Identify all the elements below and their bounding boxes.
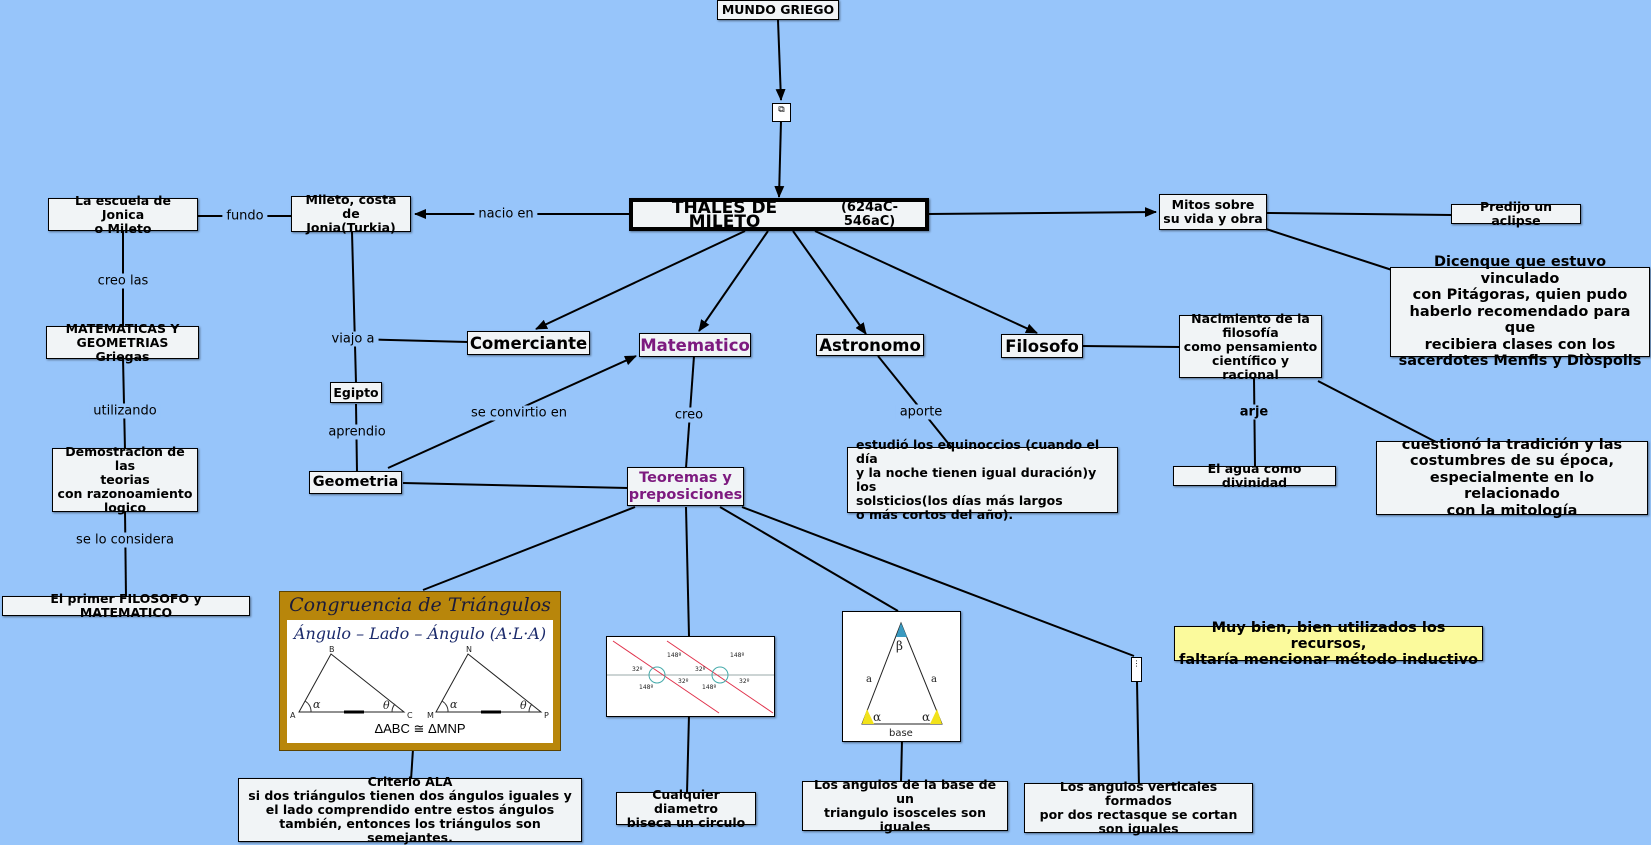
node-eclipse[interactable]: Predijo un aclipse: [1451, 200, 1581, 228]
isosceles-diagram: β α α a a base: [861, 621, 943, 739]
congruencia-title: Congruencia de Triángulos: [289, 594, 551, 616]
node-mileto[interactable]: Mileto, costa de Jonia(Turkia): [291, 193, 411, 235]
link-label-aprendio: aprendio: [324, 424, 390, 440]
tri2-label-p: P: [544, 711, 549, 720]
tri2-label-n: N: [466, 646, 472, 654]
tri1-alpha: α: [313, 698, 321, 711]
node-filosofo[interactable]: Filosofo: [1001, 334, 1083, 358]
node-criterio-ala[interactable]: Criterio ALA si dos triángulos tienen do…: [238, 775, 582, 845]
thales-dates: (624aC-546aC): [840, 199, 899, 229]
link-label-viajo-a: viajo a: [327, 331, 379, 347]
link-label-arje: arje: [1235, 404, 1273, 420]
angle-label-7: 148º: [702, 684, 716, 691]
link-mundo-icon: [775, 19, 786, 101]
node-agua[interactable]: El agua como divinidad: [1173, 462, 1336, 490]
angle-label-5: 32º: [695, 666, 706, 673]
link-label-se-lo-considera: se lo considera: [72, 532, 178, 548]
link-label-nacio-en: nacio en: [474, 206, 538, 222]
image-parallel-lines: 32º 148º 148º 32º 32º 148º 148º 32º: [606, 636, 775, 717]
image-congruencia-triangulos: Congruencia de Triángulos Ángulo – Lado …: [279, 591, 561, 751]
image-isosceles-triangle: β α α a a base: [842, 611, 961, 742]
link-label-creo: creo: [670, 407, 708, 423]
link-label-creo-las: creo las: [93, 273, 153, 289]
node-mitos[interactable]: Mitos sobre su vida y obra: [1159, 194, 1267, 230]
node-comerciante[interactable]: Comerciante: [467, 331, 590, 355]
document-icon[interactable]: ⋮: [1131, 657, 1142, 682]
node-diametro[interactable]: Cualquier diametro biseca un circulo: [616, 787, 756, 829]
tri2-label-m: M: [427, 711, 434, 720]
tri1-theta: θ: [383, 699, 390, 712]
link-icon-thales: [774, 120, 785, 198]
congruencia-subtitle: Ángulo – Lado – Ángulo (A·L·A): [293, 624, 547, 643]
congruent-triangles-diagram: A B C M N P α θ α θ: [290, 646, 549, 720]
node-astronomo[interactable]: Astronomo: [816, 334, 924, 356]
angle-label-3: 148º: [639, 684, 653, 691]
angle-alpha-left: α: [873, 710, 881, 724]
node-thales[interactable]: THALES DE MILETO (624aC-546aC): [629, 198, 929, 231]
node-nacimiento[interactable]: Nacimiento de la filosofía como pensamie…: [1179, 311, 1322, 381]
node-escuela[interactable]: La escuela de Jonica o Mileto: [48, 193, 198, 235]
side-a-right: a: [931, 674, 937, 685]
link-label-fundo: fundo: [222, 208, 268, 224]
link-label-se-convirtio-en: se convirtio en: [467, 405, 571, 421]
node-comentario[interactable]: Muy bien, bien utilizados los recursos, …: [1174, 620, 1483, 668]
node-demostracion[interactable]: Demostracion de las teorias con razonoam…: [52, 445, 198, 515]
node-isosceles[interactable]: Los angulos de la base de un triangulo i…: [802, 778, 1008, 834]
angle-label-2: 148º: [667, 652, 681, 659]
tri2-alpha: α: [450, 698, 458, 711]
thales-title: THALES DE MILETO: [671, 197, 778, 232]
link-icon[interactable]: ⧉: [772, 103, 791, 122]
tri1-label-a: A: [290, 711, 296, 720]
node-verticales[interactable]: Los angulos verticales formados por dos …: [1024, 780, 1253, 836]
node-equinoccios[interactable]: estudió los equinoccios (cuando el día y…: [847, 438, 1118, 522]
node-egipto[interactable]: Egipto: [330, 382, 382, 403]
parallel-lines-diagram: 32º 148º 148º 32º 32º 148º 148º 32º: [607, 640, 774, 714]
tri2-theta: θ: [520, 699, 527, 712]
node-matematico[interactable]: Matematico: [639, 333, 751, 357]
tri1-label-c: C: [407, 711, 413, 720]
node-teoremas[interactable]: Teoremas y preposiciones: [627, 467, 744, 506]
node-primer-filosofo[interactable]: El primer FILOSOFO y MATEMATICO: [2, 592, 250, 620]
angle-label-4: 32º: [678, 678, 689, 685]
angle-label-6: 148º: [730, 652, 744, 659]
tri1-label-b: B: [329, 646, 335, 654]
angle-alpha-right: α: [922, 710, 930, 724]
angle-label-8: 32º: [739, 678, 750, 685]
node-geometria[interactable]: Geometria: [309, 471, 402, 494]
node-matematicas[interactable]: MATEMATICAS Y GEOMETRIAS Griegas: [46, 321, 199, 363]
side-a-left: a: [866, 674, 872, 685]
node-cuestiono[interactable]: cuestionó la tradición y las costumbres …: [1376, 437, 1648, 519]
link-label-utilizando: utilizando: [89, 403, 161, 419]
link-label-aporte: aporte: [895, 404, 947, 420]
angle-label-1: 32º: [632, 666, 643, 673]
node-pitagoras[interactable]: Dicenque que estuvo vinculado con Pitágo…: [1390, 254, 1650, 369]
base-label: base: [889, 728, 913, 739]
congruencia-equation: ΔABC ≅ ΔMNP: [374, 721, 466, 736]
node-mundo-griego[interactable]: MUNDO GRIEGO: [717, 0, 839, 20]
angle-beta: β: [896, 639, 903, 653]
